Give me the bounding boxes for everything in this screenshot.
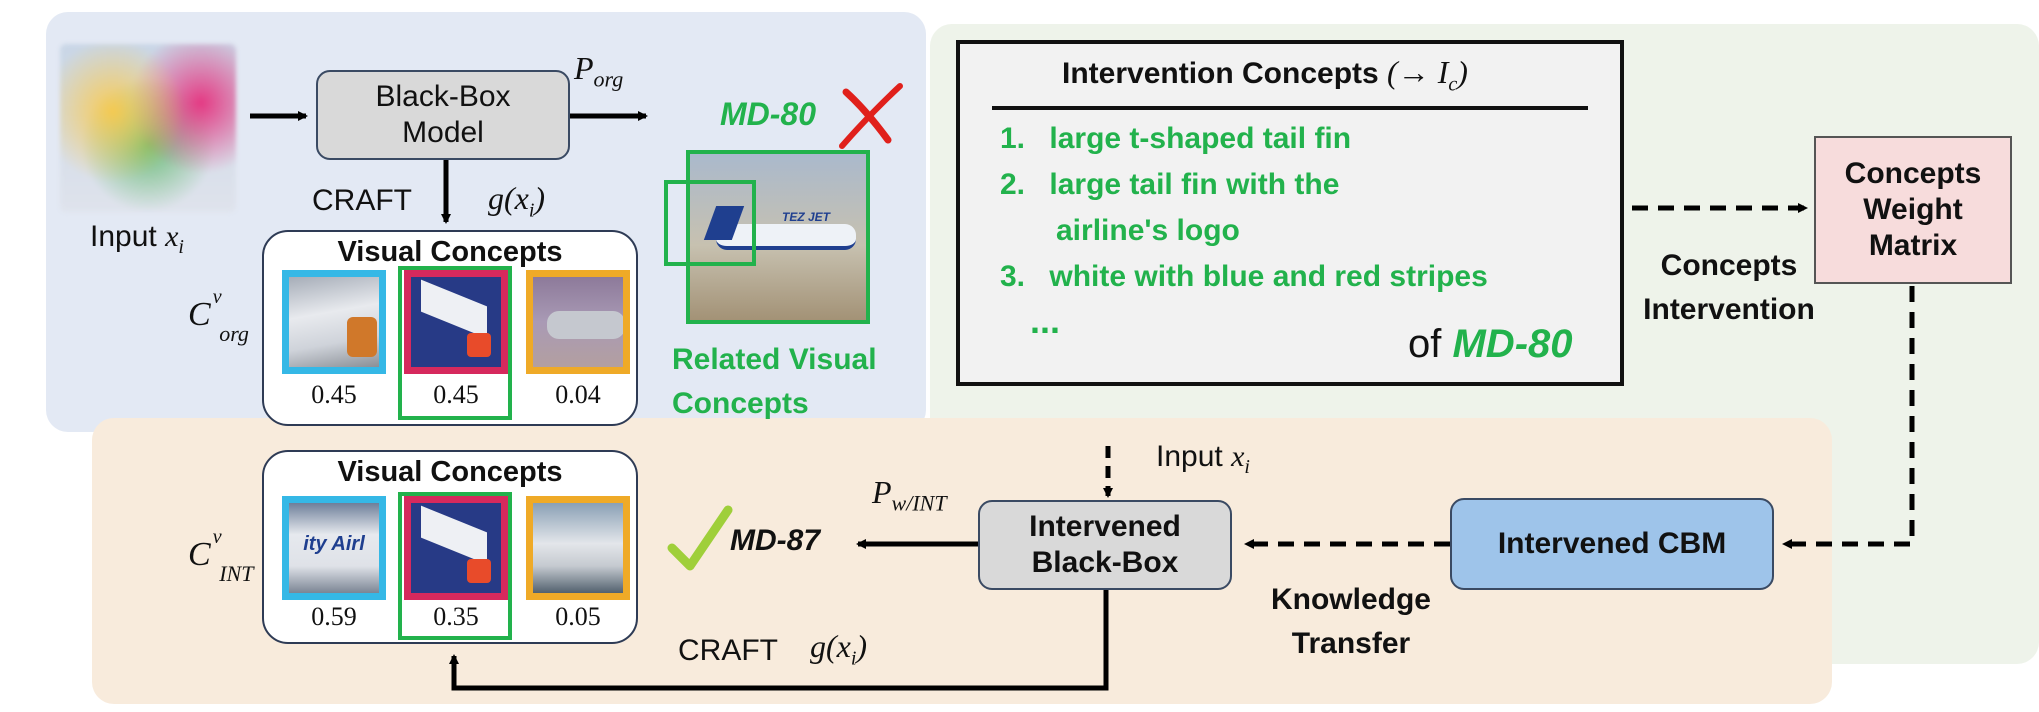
- p-wint-label: Pw/INT: [872, 474, 947, 516]
- concept-thumb-top-1: [282, 270, 386, 374]
- concept-thumb-top-3: [526, 270, 630, 374]
- g-xi-label-top: g(xi): [488, 180, 546, 222]
- visual-concepts-bottom-title: Visual Concepts: [337, 456, 563, 488]
- c-int-label: C v INT: [188, 526, 254, 586]
- score-top-2: 0.45: [433, 380, 479, 409]
- concept-thumb-top-2: [404, 270, 508, 374]
- related-visual-concepts-label: Related Visual Concepts: [672, 343, 877, 420]
- concept-ellipsis: ...: [1030, 300, 1061, 341]
- score-top-3: 0.04: [555, 380, 601, 409]
- score-bottom-2: 0.35: [433, 602, 479, 631]
- visual-concepts-top-title: Visual Concepts: [337, 236, 563, 268]
- concept-item-3: 3. white with blue and red stripes: [1000, 260, 1488, 293]
- red-x-icon: [842, 88, 892, 144]
- craft-label-bottom: CRAFT: [678, 634, 778, 667]
- concept-bottom-highlight: [398, 492, 512, 640]
- craft-label-top: CRAFT: [312, 184, 412, 217]
- concept-thumb-bottom-2: [404, 496, 508, 600]
- title-divider: [992, 106, 1588, 110]
- intervened-to-concepts-arrow: [449, 590, 1109, 691]
- intervened-cbm: Intervened CBM: [1450, 498, 1774, 590]
- concept-item-2-cont: airline's logo: [1056, 214, 1240, 247]
- check-icon: [667, 505, 733, 571]
- of-class-label: of MD-80: [1408, 322, 1573, 366]
- p-org-label: Porg: [574, 50, 624, 92]
- intervened-blackbox: Intervened Black-Box: [978, 500, 1232, 590]
- md80-prediction: MD-80: [720, 96, 817, 132]
- airplane-logo-text: TEZ JET: [782, 210, 831, 224]
- c-org-label: C v org: [188, 286, 249, 346]
- md87-prediction: MD-87: [730, 524, 821, 557]
- input-heatmap-image: [60, 44, 236, 212]
- input-label-bottom: Input xi: [1156, 440, 1250, 478]
- score-bottom-3: 0.05: [555, 602, 601, 631]
- input-label: Input xi: [90, 220, 184, 258]
- concept-item-1: 1. large t-shaped tail fin: [1000, 122, 1352, 155]
- concepts-intervention-label: Concepts Intervention: [1643, 249, 1815, 326]
- score-top-1: 0.45: [311, 380, 357, 409]
- concept-top-highlight: [398, 266, 512, 420]
- airplane-shape: [716, 224, 856, 250]
- concepts-weight-matrix: Concepts Weight Matrix: [1814, 136, 2012, 284]
- score-bottom-1: 0.59: [311, 602, 357, 631]
- related-concept-highlight: [664, 180, 756, 266]
- g-xi-label-bottom: g(xi): [810, 628, 868, 670]
- concept-item-2: 2. large tail fin with the: [1000, 168, 1340, 201]
- concept-thumb-bottom-3: [526, 496, 630, 600]
- intervention-concepts-title: Intervention Concepts (→ Ic): [1062, 54, 1468, 96]
- intervention-concepts-box: [956, 40, 1624, 386]
- matrix-to-cbm-arrow: [1782, 286, 1915, 549]
- related-concept-image: TEZ JET: [686, 150, 870, 324]
- blackbox-model: Black-Box Model: [316, 70, 570, 160]
- knowledge-transfer-label: Knowledge Transfer: [1270, 583, 1431, 660]
- concept-thumb-bottom-1: ity Airl: [282, 496, 386, 600]
